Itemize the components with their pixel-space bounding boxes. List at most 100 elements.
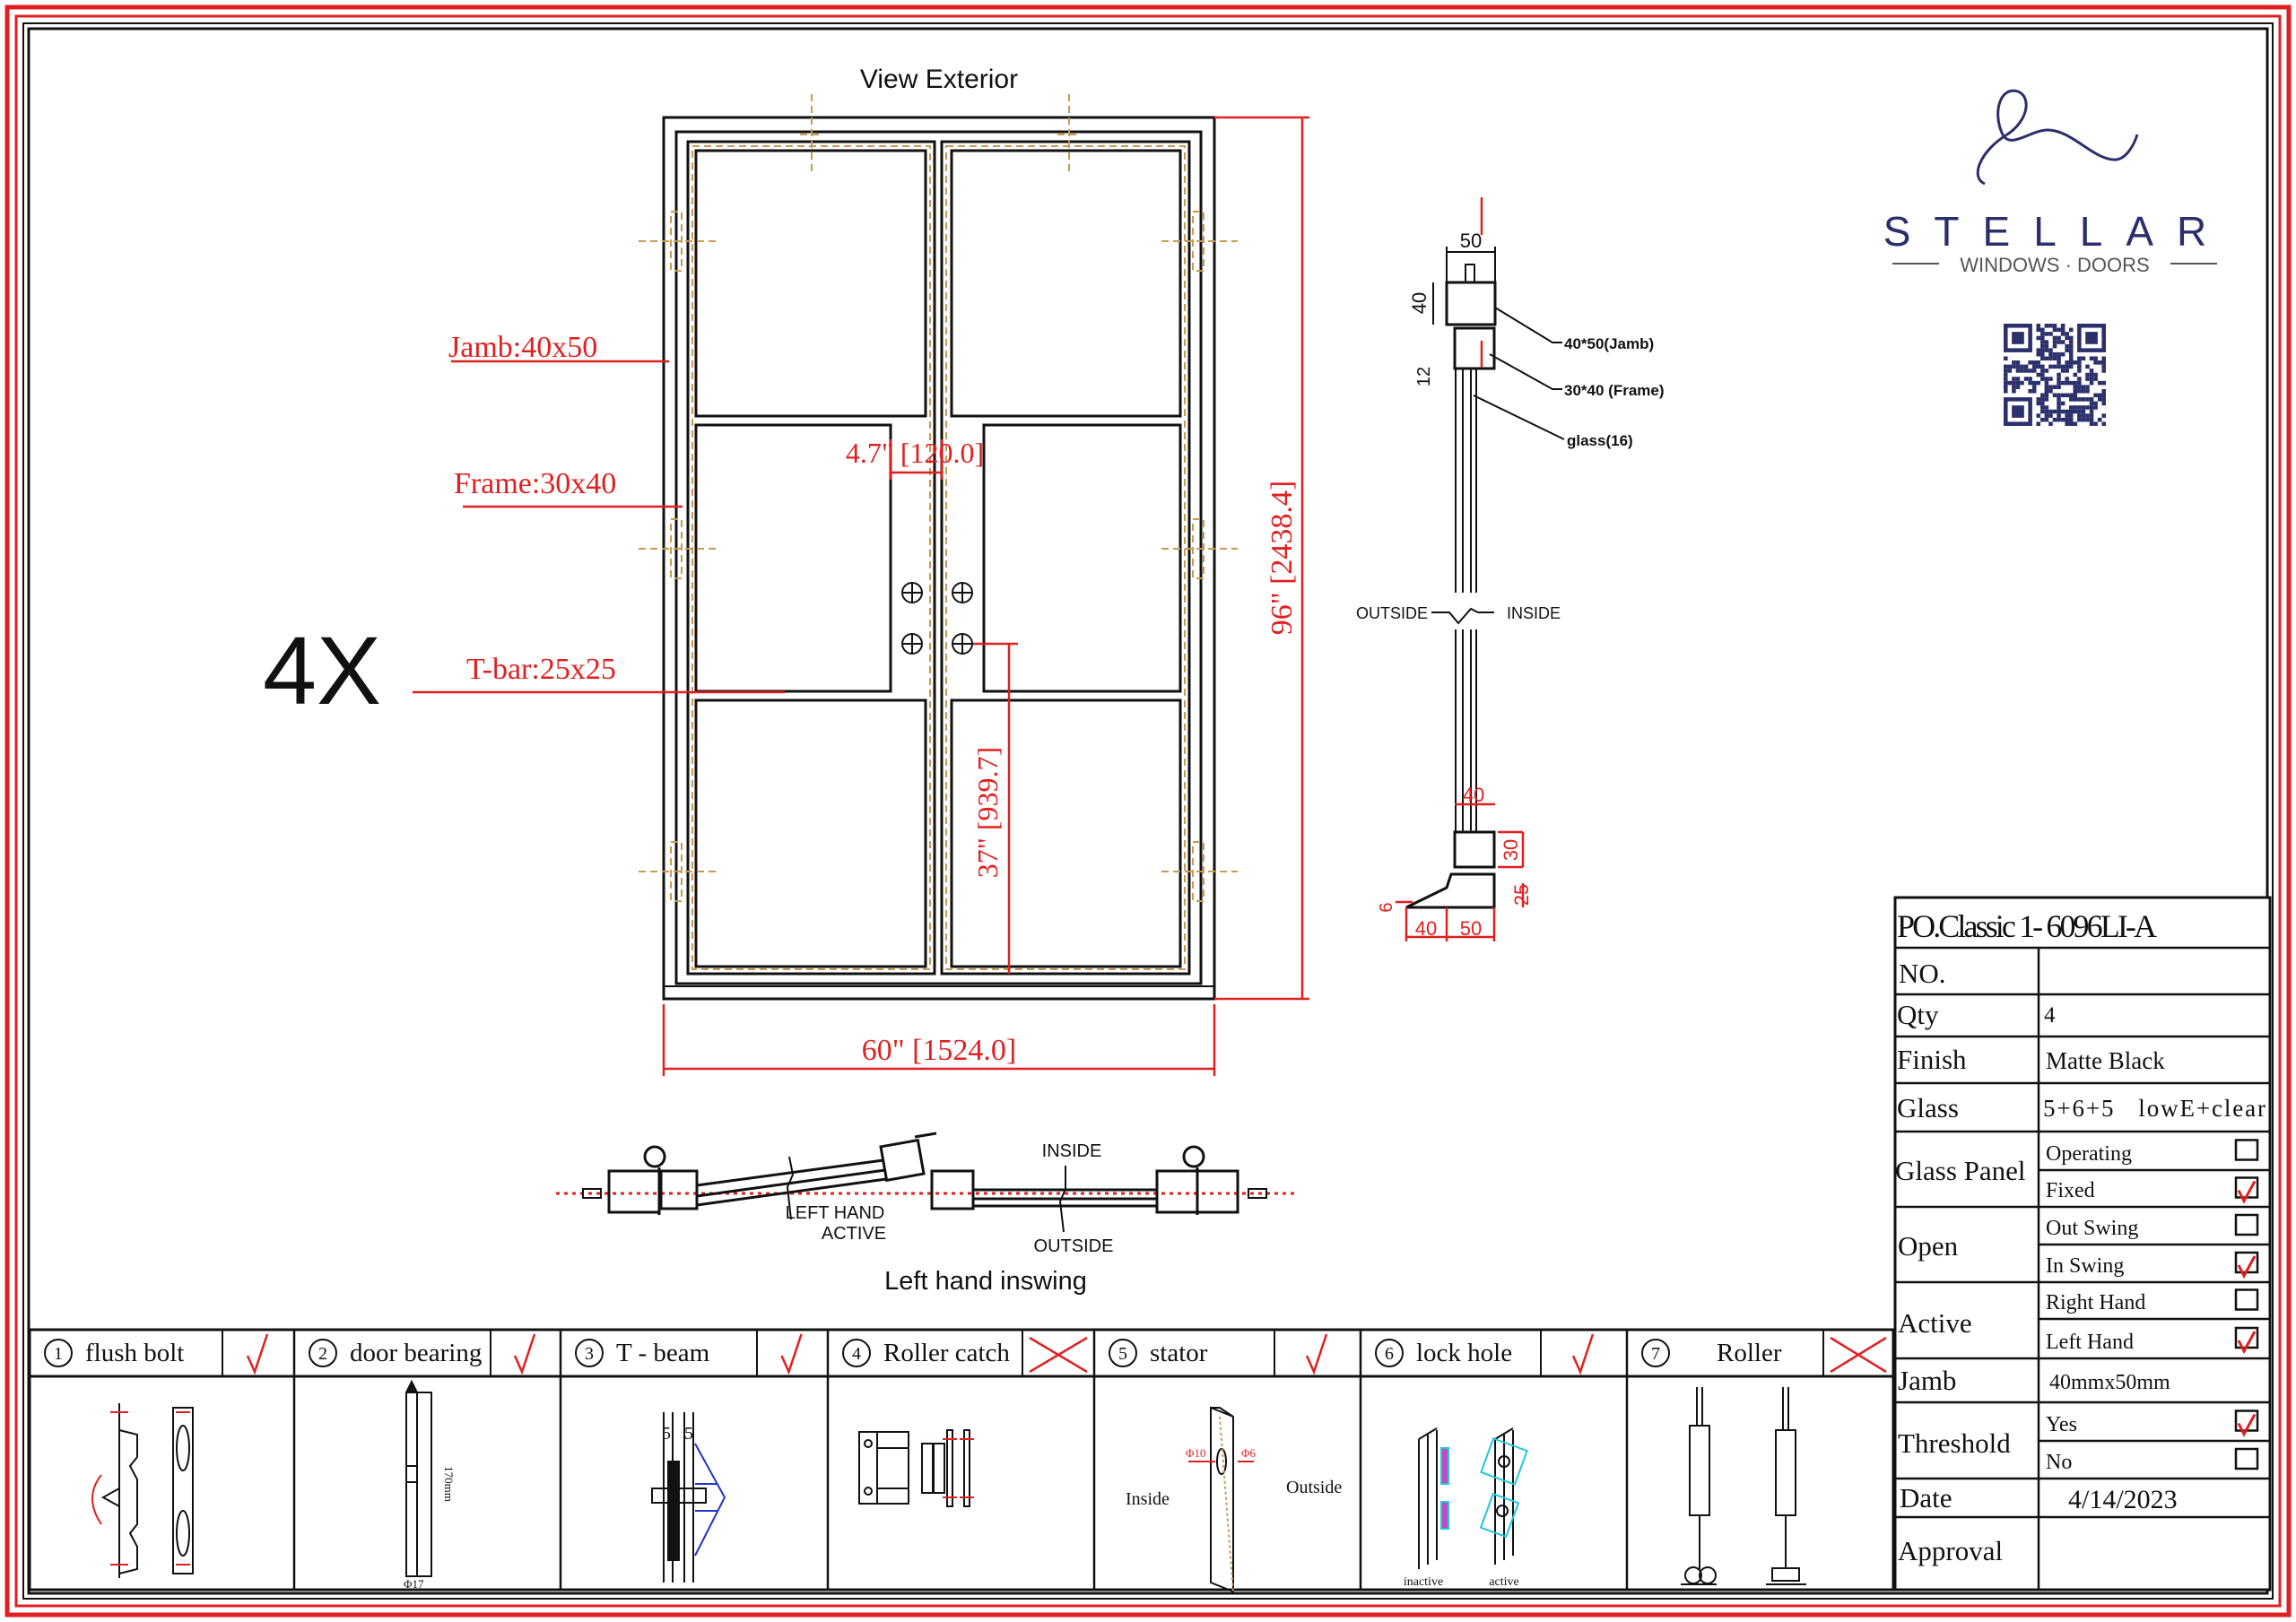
sheet-border (4, 4, 2292, 1618)
hardware-label: stator (1150, 1339, 1208, 1367)
hardware-item-5: 5 stator (1092, 1330, 1328, 1590)
section-label-glass: glass(16) (1567, 432, 1633, 449)
hardware-item-1: 1 flush bolt (44, 1330, 269, 1376)
hinge-marks (639, 94, 1238, 902)
logo-tagline: WINDOWS · DOORS (1960, 254, 2149, 276)
height-dim: 96" [2438.4] (1265, 481, 1299, 636)
date-value: 4/14/2023 (2068, 1485, 2178, 1514)
lock-active: active (1489, 1575, 1518, 1589)
hardware-number: 7 (1651, 1344, 1660, 1364)
lock-hole-drawing: inactive active (1404, 1427, 1528, 1589)
hardware-label: Roller catch (883, 1339, 1010, 1367)
brand-logo: STELLAR WINDOWS · DOORS (1883, 89, 2231, 426)
hardware-number: 3 (585, 1344, 594, 1364)
section-label-jamb: 40*50(Jamb) (1564, 335, 1654, 352)
option-label: Left Hand (2046, 1331, 2134, 1354)
item-number-circle (575, 1339, 604, 1367)
width-dim: 60" [1524.0] (862, 1034, 1017, 1067)
stator-drawing: Φ10 Φ6 Inside Outside (1126, 1406, 1342, 1593)
spec-table: PO.Classic 1- 6096LI-A NO. Qty 4 Finish … (1893, 896, 2272, 1592)
lock-handles (901, 582, 973, 655)
item-number-circle (44, 1339, 73, 1367)
frame-label: Frame:30x40 (454, 467, 616, 500)
section-sill-inner: 50 (1460, 917, 1482, 940)
swing-caption: Left hand inswing (884, 1267, 1087, 1296)
qty-value: 4 (2044, 1003, 2056, 1028)
logo-brand: STELLAR (1883, 208, 2231, 255)
section-outside: OUTSIDE (1356, 604, 1428, 622)
glass-panes (694, 149, 1182, 968)
hardware-number: 6 (1385, 1344, 1394, 1364)
stator-d1: Φ10 (1186, 1446, 1206, 1460)
open-label: Open (1898, 1230, 1959, 1262)
hardware-number: 2 (318, 1344, 327, 1364)
approval-label: Approval (1898, 1535, 2003, 1566)
item-number-circle (309, 1339, 337, 1367)
hardware-label: Roller (1717, 1339, 1782, 1367)
option-checkbox (2234, 1447, 2259, 1470)
section-sill-outer: 40 (1415, 917, 1437, 940)
item-number-circle (842, 1339, 871, 1367)
member-labels: Jamb:40x50 Frame:30x40 T-bar:25x25 (413, 331, 785, 694)
section-jamb-width: 50 (1460, 230, 1482, 252)
swing-outside: OUTSIDE (1034, 1236, 1114, 1256)
option-checkbox (2234, 1139, 2259, 1161)
option-checkbox (2234, 1213, 2259, 1236)
t-beam-drawing: 5 5 (651, 1412, 726, 1583)
handle-height-dim: 37" [939.7] (971, 747, 1004, 878)
included-check-icon (1571, 1333, 1595, 1375)
glass-panel-label: Glass Panel (1895, 1155, 2026, 1186)
included-check-icon (513, 1333, 536, 1375)
option-label: Out Swing (2046, 1217, 2138, 1240)
vertical-section: 50 40 12 OUTSIDE INSIDE 40*50(Jamb) 30*4… (1356, 197, 1665, 941)
section-frame-width: 40 (1463, 784, 1484, 806)
tbeam-a: 5 (662, 1424, 671, 1444)
flush-bolt-drawing (91, 1403, 194, 1578)
jamb-value: 40mmx50mm (2049, 1371, 2170, 1394)
section-glass-stop: 12 (1414, 367, 1434, 386)
swing-active-line2: ACTIVE (822, 1224, 886, 1244)
roller-catch-drawing (858, 1429, 974, 1507)
section-frame-height: 30 (1500, 839, 1522, 861)
hardware-number: 4 (852, 1344, 861, 1364)
item-number-circle (1641, 1339, 1670, 1367)
door-bearing-drawing: 170mm Φ17 (404, 1379, 456, 1591)
view-title: View Exterior (860, 65, 1018, 94)
option-label: Fixed (2046, 1179, 2095, 1202)
lock-inactive: inactive (1404, 1575, 1443, 1589)
date-label: Date (1900, 1482, 1952, 1514)
excluded-cross-icon (1029, 1336, 1088, 1374)
section-jamb-height: 40 (1408, 292, 1431, 314)
gap-dim: 4.7" [120.0] (846, 437, 984, 469)
logo-signature (1976, 89, 2139, 186)
included-check-icon (1305, 1333, 1328, 1375)
threshold-label: Threshold (1898, 1427, 2011, 1459)
hardware-label: flush bolt (85, 1339, 184, 1367)
section-inside: INSIDE (1507, 604, 1561, 622)
hardware-item-4: 4 Roller catch (826, 1330, 1088, 1590)
option-checkbox (2234, 1288, 2259, 1311)
bearing-dia: Φ17 (404, 1577, 424, 1591)
hardware-number: 1 (54, 1344, 63, 1364)
stator-inside: Inside (1126, 1489, 1170, 1509)
finish-label: Finish (1897, 1044, 1967, 1075)
jamb-label: Jamb (1898, 1365, 1956, 1396)
hardware-number: 5 (1118, 1344, 1127, 1364)
hardware-item-7: 7 Roller (1625, 1330, 1887, 1590)
spec-title: PO.Classic 1- 6096LI-A (1897, 908, 2157, 944)
qty-label: Qty (1897, 999, 1939, 1030)
qr-code (2004, 324, 2106, 426)
glass-value: 5+6+5 lowE+clear (2043, 1095, 2266, 1122)
checkmark-icon (2237, 1413, 2257, 1437)
checkmark-icon (2237, 1255, 2257, 1279)
finish-value: Matte Black (2046, 1047, 2165, 1074)
no-label: NO. (1899, 958, 1946, 989)
jamb-label: Jamb:40x50 (448, 331, 597, 364)
checkmark-icon (2237, 1180, 2257, 1204)
dimensions: 96" [2438.4] 60" [1524.0] 4.7" [120.0] 3… (662, 116, 1309, 1076)
swing-inside: INSIDE (1042, 1141, 1102, 1161)
